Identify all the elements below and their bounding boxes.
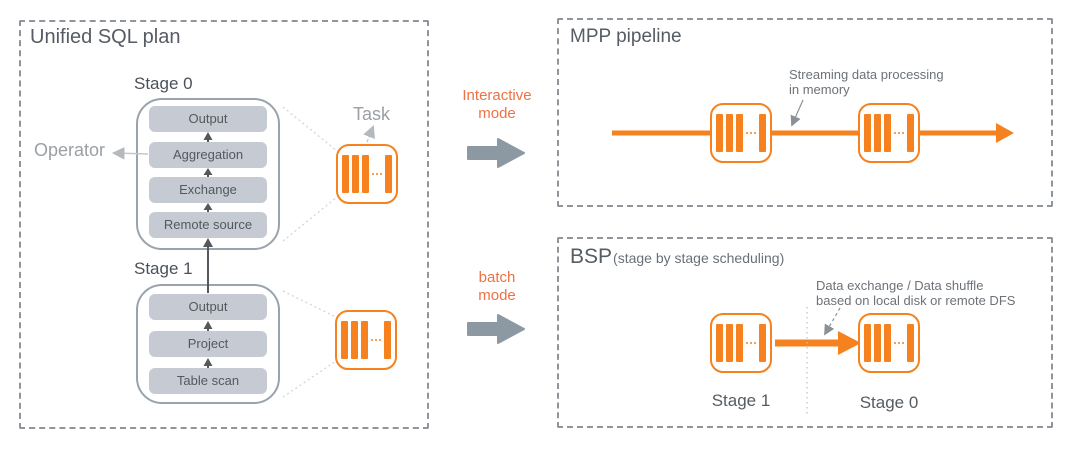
bsp-panel — [557, 237, 1053, 428]
task-bar — [884, 114, 891, 152]
task-bar — [716, 324, 723, 362]
task-bar — [907, 324, 914, 362]
ellipsis-dots — [746, 342, 756, 344]
task-bar — [342, 155, 349, 193]
task-bar — [759, 324, 766, 362]
batch-mode-label-line2: mode — [478, 287, 516, 304]
task-bar — [384, 321, 391, 359]
task-icon — [710, 313, 772, 373]
task-bar — [874, 114, 881, 152]
task-bar — [351, 321, 358, 359]
task-bar — [726, 324, 733, 362]
task-bar — [341, 321, 348, 359]
batch-mode-arrow — [467, 314, 525, 344]
operator-box-project: Project — [149, 331, 267, 357]
ellipsis-dots — [371, 339, 381, 341]
mpp-pipeline-title: MPP pipeline — [570, 26, 682, 47]
task-bar — [864, 324, 871, 362]
stage1-label: Stage 1 — [134, 259, 193, 278]
task-icon — [336, 144, 398, 204]
ellipsis-dots — [894, 342, 904, 344]
operator-label: Operator — [34, 140, 106, 160]
bsp-title: BSP — [570, 245, 613, 268]
ellipsis-dots — [894, 132, 904, 134]
mpp-annotation-line2: in memory — [789, 82, 850, 97]
task-bar — [864, 114, 871, 152]
task-bar — [759, 114, 766, 152]
operator-box-remote-source: Remote source — [149, 212, 267, 238]
bsp-annotation-line2: based on local disk or remote DFS — [816, 293, 1016, 308]
batch-mode-label-line1: batch — [478, 269, 516, 286]
ellipsis-dots — [372, 173, 382, 175]
unified-sql-plan-panel — [19, 20, 429, 429]
task-icon — [710, 103, 772, 163]
mpp-annotation-line1: Streaming data processing — [789, 67, 944, 82]
task-bar — [385, 155, 392, 193]
task-bar — [352, 155, 359, 193]
task-icon — [858, 103, 920, 163]
operator-box-aggregation: Aggregation — [149, 142, 267, 168]
task-bar — [874, 324, 881, 362]
unified-sql-plan-title: Unified SQL plan — [30, 26, 181, 48]
interactive-mode-label-line1: Interactive — [462, 87, 532, 104]
bsp-stage1-label: Stage 1 — [711, 391, 771, 410]
interactive-mode-arrow — [467, 138, 525, 168]
task-label: Task — [353, 104, 391, 124]
bsp-stage0-label: Stage 0 — [859, 393, 919, 412]
task-bar — [907, 114, 914, 152]
bsp-subtitle: (stage by stage scheduling) — [613, 250, 785, 266]
task-bar — [884, 324, 891, 362]
task-bar — [362, 155, 369, 193]
task-icon — [335, 310, 397, 370]
task-bar — [736, 114, 743, 152]
operator-box-exchange: Exchange — [149, 177, 267, 203]
bsp-annotation-line1: Data exchange / Data shuffle — [816, 278, 984, 293]
task-bar — [736, 324, 743, 362]
task-icon — [858, 313, 920, 373]
ellipsis-dots — [746, 132, 756, 134]
mpp-pipeline-panel — [557, 18, 1053, 207]
task-bar — [361, 321, 368, 359]
operator-box-output-stage0: Output — [149, 106, 267, 132]
task-bar — [726, 114, 733, 152]
operator-box-table-scan: Table scan — [149, 368, 267, 394]
operator-box-output-stage1: Output — [149, 294, 267, 320]
stage0-label: Stage 0 — [134, 74, 193, 93]
task-bar — [716, 114, 723, 152]
interactive-mode-label-line2: mode — [478, 105, 516, 122]
